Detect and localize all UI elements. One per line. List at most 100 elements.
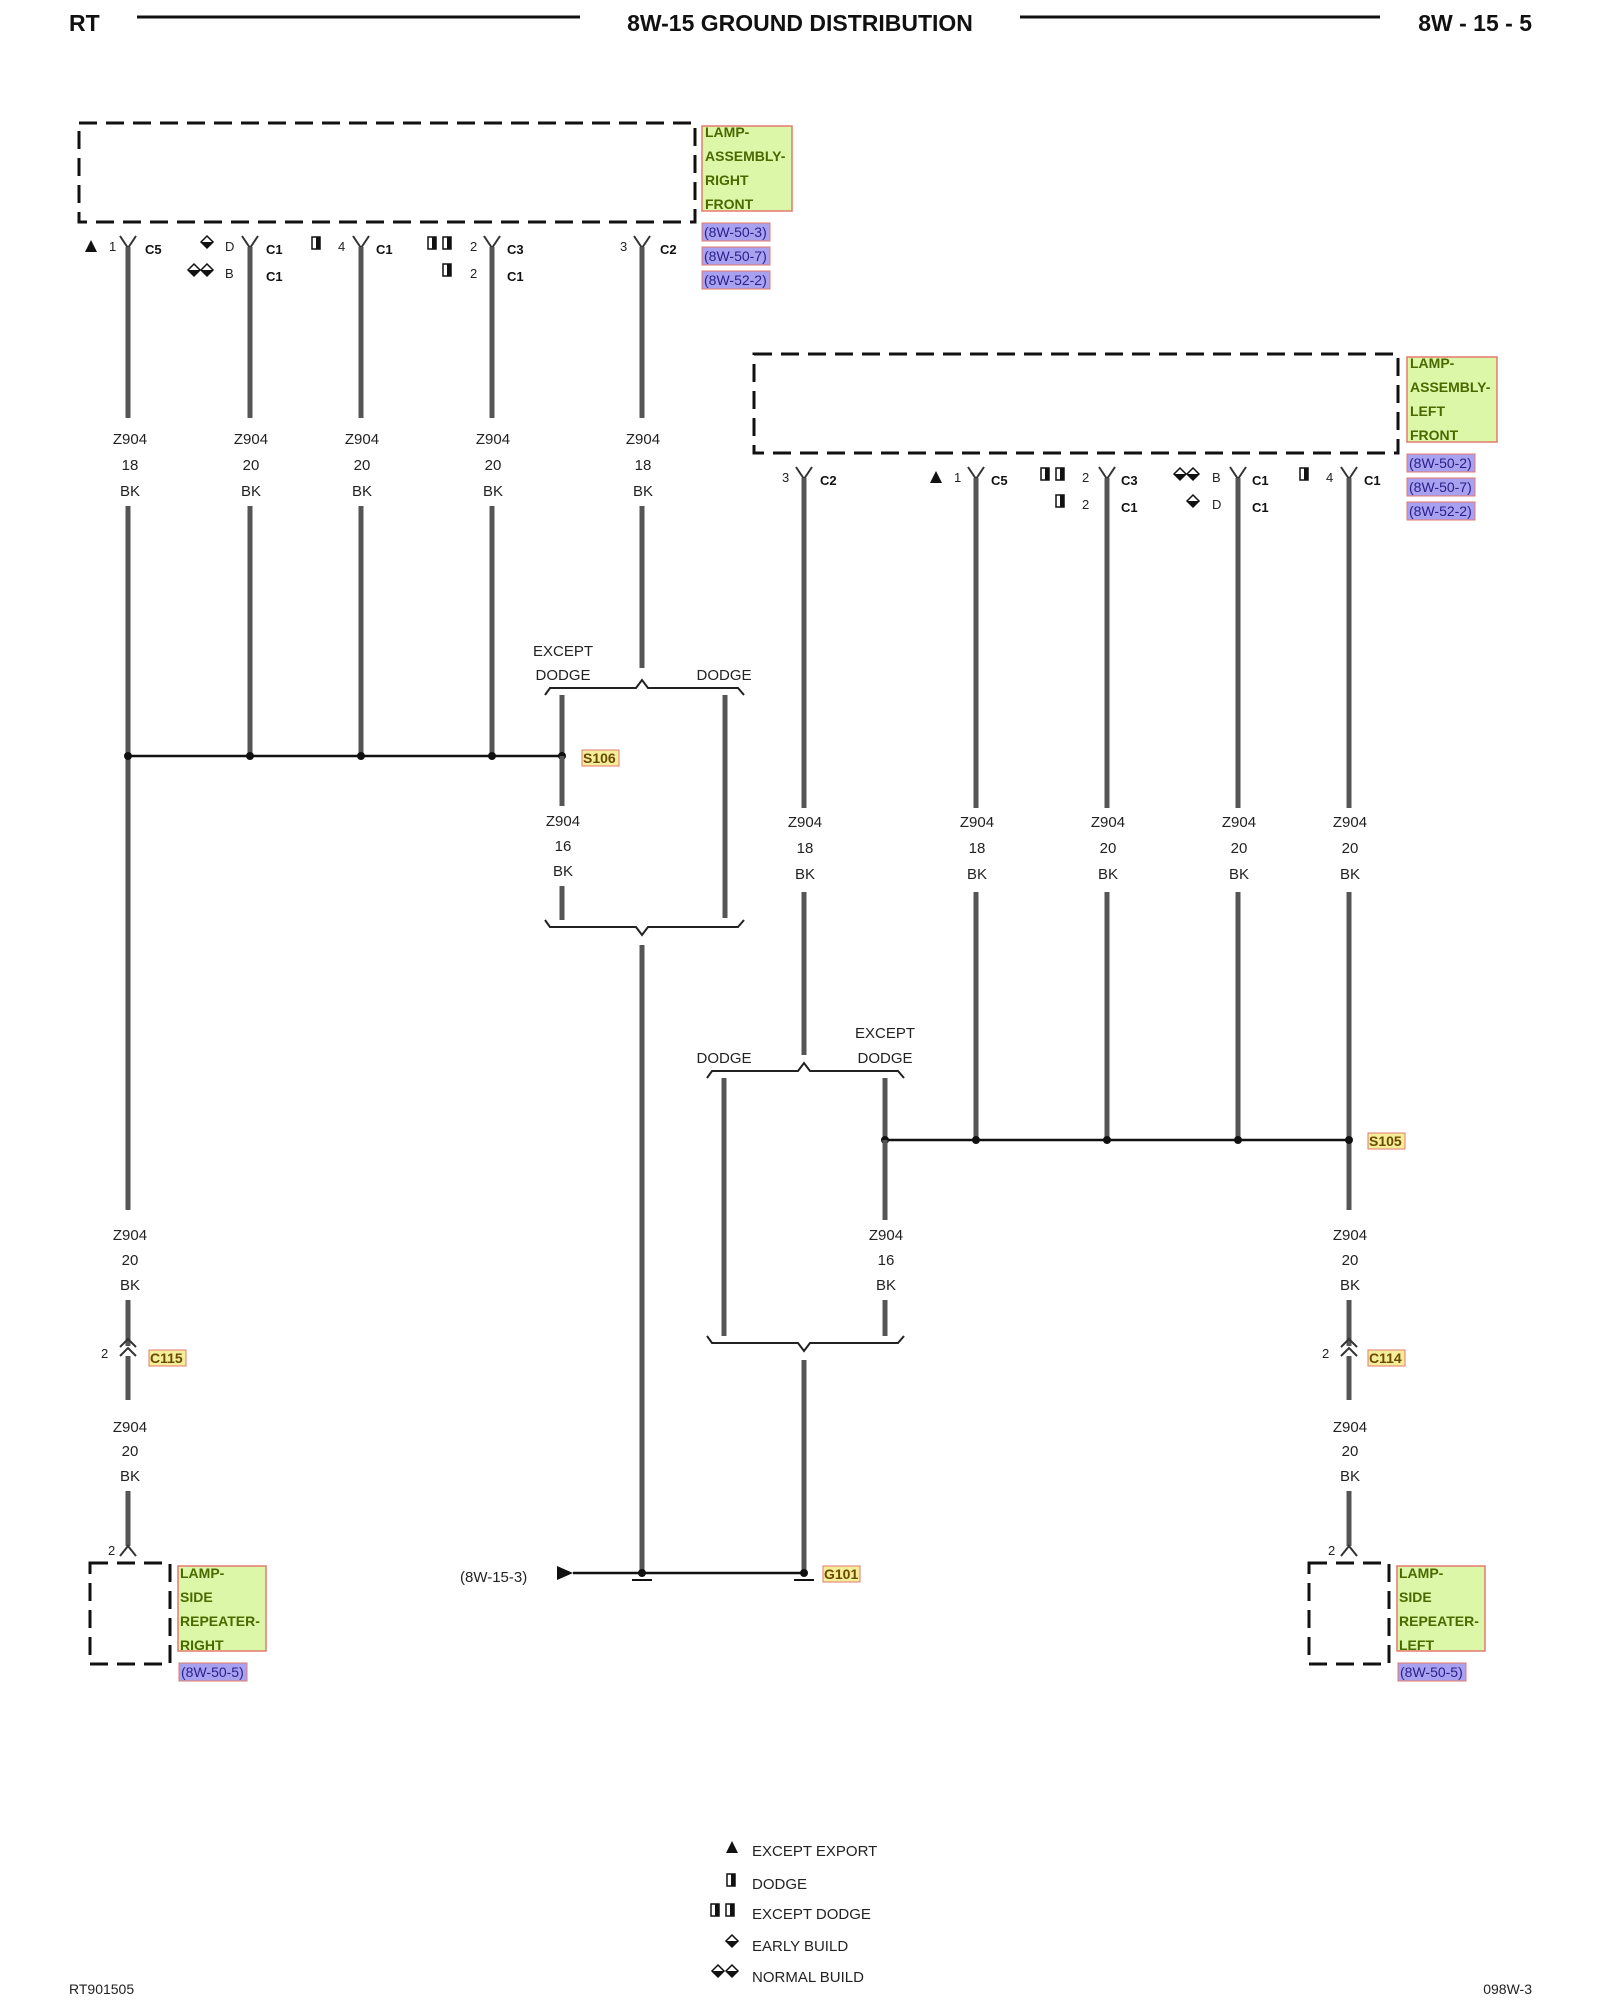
svg-text:BK: BK — [795, 866, 815, 883]
svg-text:18: 18 — [635, 457, 652, 474]
svg-text:(8W-50-3): (8W-50-3) — [704, 224, 767, 240]
svg-text:LAMP-: LAMP- — [705, 124, 750, 140]
svg-text:1: 1 — [954, 470, 961, 485]
svg-text:Z904: Z904 — [113, 431, 147, 448]
lamp-right-front-label[interactable]: LAMP- ASSEMBLY- RIGHT FRONT — [701, 124, 793, 212]
rf-pin-d-c1: D C1 — [199, 234, 283, 257]
ref-8w-52-2-link-left[interactable]: (8W-52-2) — [1406, 501, 1476, 521]
svg-text:BK: BK — [352, 483, 372, 500]
svg-text:Z904: Z904 — [1333, 1227, 1367, 1244]
svg-text:BK: BK — [1098, 866, 1118, 883]
svg-text:B: B — [1212, 470, 1221, 485]
g101-label[interactable]: G101 — [822, 1565, 861, 1583]
s105-splice — [881, 1136, 1353, 1144]
svg-text:LAMP-: LAMP- — [1410, 355, 1455, 371]
svg-text:C5: C5 — [145, 242, 162, 257]
s106-out-wire-label: Z904 16 BK — [546, 813, 580, 880]
rf-wire-label-2: Z904 20 BK — [234, 431, 268, 500]
svg-text:ASSEMBLY-: ASSEMBLY- — [705, 148, 786, 164]
rf-pin-2-c3: 2 C3 — [427, 236, 524, 257]
svg-text:(8W-52-2): (8W-52-2) — [704, 272, 767, 288]
svg-text:20: 20 — [354, 457, 371, 474]
ref-8w-50-3-link[interactable]: (8W-50-3) — [701, 222, 771, 242]
ref-8w-50-7-link-left[interactable]: (8W-50-7) — [1406, 477, 1476, 497]
header-page-number: 8W - 15 - 5 — [1418, 10, 1532, 36]
c115-connector: 2 — [101, 1337, 137, 1361]
rf-wire-label-5: Z904 18 BK — [626, 431, 660, 500]
svg-text:C1: C1 — [376, 242, 393, 257]
svg-text:BK: BK — [120, 1468, 140, 1485]
rf-pin-4-c1: 4 C1 — [311, 236, 393, 257]
svg-text:D: D — [225, 239, 234, 254]
svg-text:SIDE: SIDE — [180, 1589, 213, 1605]
rf-option-bracket-top: EXCEPT DODGE DODGE — [533, 643, 752, 918]
svg-text:Z904: Z904 — [234, 431, 268, 448]
c114-label[interactable]: C114 — [1367, 1349, 1406, 1367]
svg-text:(8W-50-7): (8W-50-7) — [1409, 479, 1472, 495]
arrow-right-icon — [557, 1566, 573, 1580]
svg-text:Z904: Z904 — [788, 814, 822, 831]
svg-text:20: 20 — [1342, 840, 1359, 857]
svg-text:C1: C1 — [266, 269, 283, 284]
ref-8w-50-2-link[interactable]: (8W-50-2) — [1406, 453, 1476, 473]
svg-text:RIGHT: RIGHT — [705, 172, 749, 188]
lf-pin-1-c5: 1 C5 — [930, 470, 1008, 488]
svg-text:EXCEPT DODGE: EXCEPT DODGE — [752, 1906, 871, 1923]
svg-text:DODGE: DODGE — [535, 667, 590, 684]
lf-wire-label-5: Z904 20 BK — [1333, 814, 1367, 883]
lf-option-bracket-bottom — [706, 1335, 905, 1572]
svg-text:C114: C114 — [1369, 1350, 1402, 1366]
s106-label[interactable]: S106 — [581, 749, 620, 767]
repeater-right-label[interactable]: LAMP- SIDE REPEATER- RIGHT — [177, 1565, 267, 1653]
lf-wire-label-1: Z904 18 BK — [788, 814, 822, 883]
rr-wire-label-lower: Z904 20 BK — [113, 1419, 147, 1485]
triangle-icon — [726, 1841, 738, 1853]
svg-text:C1: C1 — [507, 269, 524, 284]
lamp-left-front-label[interactable]: LAMP- ASSEMBLY- LEFT FRONT — [1406, 355, 1498, 443]
svg-text:BK: BK — [241, 483, 261, 500]
svg-text:C3: C3 — [507, 242, 524, 257]
lamp-left-front-box — [752, 352, 1400, 455]
svg-text:LEFT: LEFT — [1399, 1637, 1434, 1653]
svg-text:20: 20 — [1231, 840, 1248, 857]
svg-text:Z904: Z904 — [1222, 814, 1256, 831]
svg-text:C1: C1 — [1121, 500, 1138, 515]
ref-8w-50-5-link-right[interactable]: (8W-50-5) — [178, 1662, 248, 1682]
svg-text:C2: C2 — [660, 242, 677, 257]
rf-pin-2-c1: 2 C1 — [442, 263, 524, 284]
svg-text:C1: C1 — [266, 242, 283, 257]
svg-text:(8W-50-2): (8W-50-2) — [1409, 455, 1472, 471]
svg-text:Z904: Z904 — [1333, 1419, 1367, 1436]
ref-8w-52-2-link[interactable]: (8W-52-2) — [701, 270, 771, 290]
svg-text:BK: BK — [1340, 1277, 1360, 1294]
svg-text:EXCEPT: EXCEPT — [855, 1025, 915, 1042]
svg-text:Z904: Z904 — [869, 1227, 903, 1244]
svg-text:BK: BK — [553, 863, 573, 880]
svg-text:20: 20 — [122, 1252, 139, 1269]
svg-text:FRONT: FRONT — [705, 196, 754, 212]
svg-text:Z904: Z904 — [1091, 814, 1125, 831]
svg-text:BK: BK — [967, 866, 987, 883]
svg-text:Z904: Z904 — [960, 814, 994, 831]
s105-label[interactable]: S105 — [1367, 1132, 1406, 1150]
repeater-left-box — [1307, 1561, 1391, 1666]
repeater-left-label[interactable]: LAMP- SIDE REPEATER- LEFT — [1396, 1565, 1486, 1653]
legend-item-normal-build: NORMAL BUILD — [710, 1963, 864, 1986]
c114-connector: 2 — [1322, 1337, 1358, 1361]
svg-text:SIDE: SIDE — [1399, 1589, 1432, 1605]
svg-text:2: 2 — [1082, 497, 1089, 512]
lr-wire-label-upper: Z904 20 BK — [1333, 1227, 1367, 1294]
svg-text:20: 20 — [243, 457, 260, 474]
ref-8w-50-5-link-left[interactable]: (8W-50-5) — [1397, 1662, 1467, 1682]
svg-text:2: 2 — [1082, 470, 1089, 485]
svg-text:2: 2 — [1322, 1346, 1329, 1361]
svg-text:BK: BK — [876, 1277, 896, 1294]
rf-option-bracket-bottom — [544, 919, 745, 1572]
svg-text:C1: C1 — [1364, 473, 1381, 488]
c115-label[interactable]: C115 — [148, 1349, 187, 1367]
legend: EXCEPT EXPORT DODGE EXCEPT DODGE EARLY B… — [710, 1841, 877, 1986]
svg-text:18: 18 — [797, 840, 814, 857]
svg-text:Z904: Z904 — [476, 431, 510, 448]
ref-8w-50-7-link[interactable]: (8W-50-7) — [701, 246, 771, 266]
